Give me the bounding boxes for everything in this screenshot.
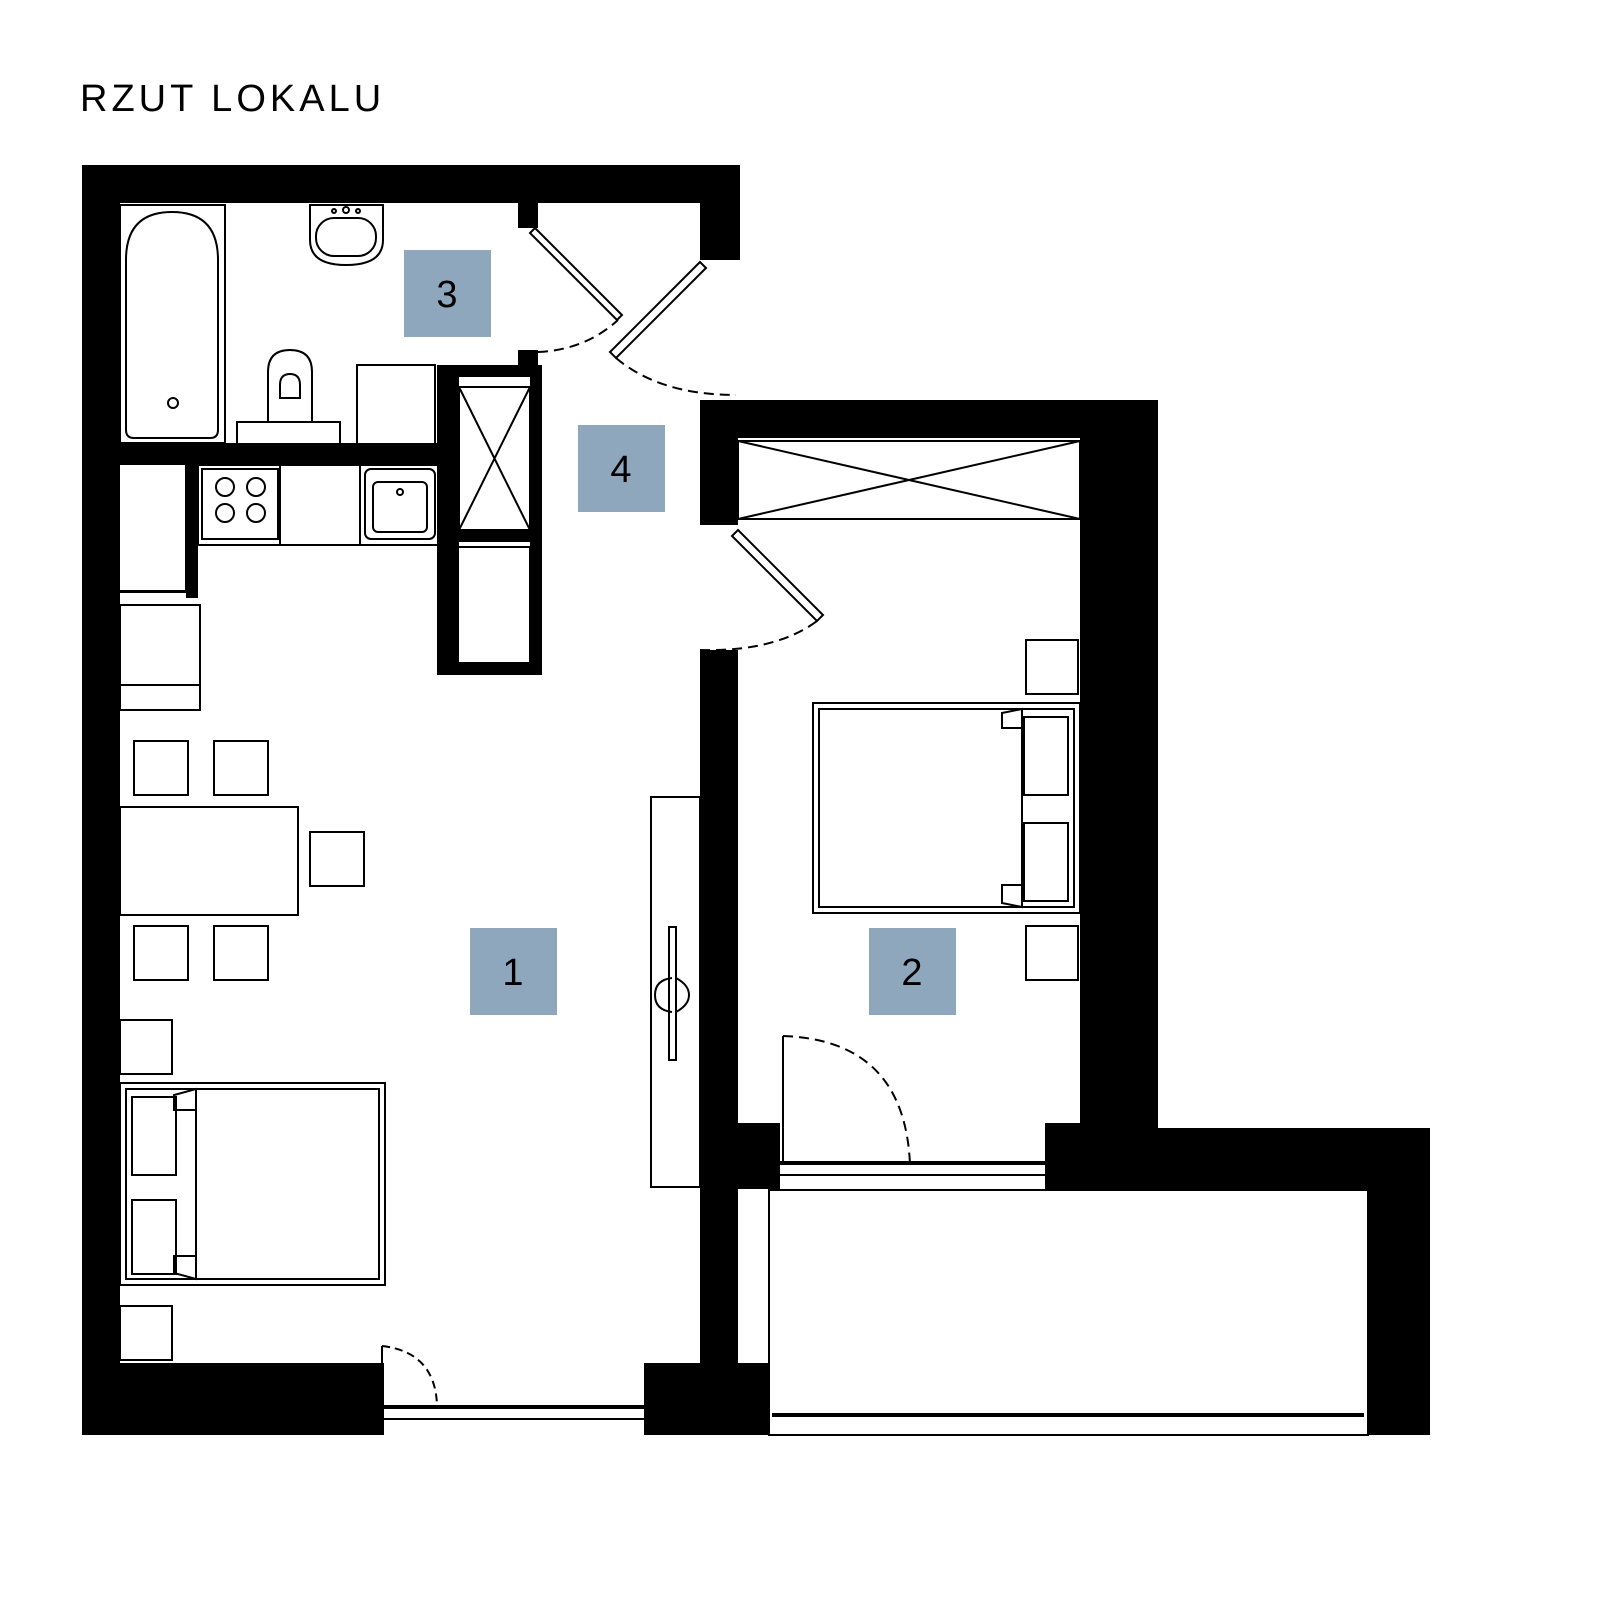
balcony (768, 1189, 1369, 1436)
kitchen-counter (197, 464, 439, 546)
bathtub (119, 204, 226, 444)
chair (309, 831, 365, 887)
bed-room-1 (119, 1019, 386, 1361)
dining-table (119, 806, 299, 916)
room-label-4: 4 (578, 425, 665, 512)
sink-icon (364, 468, 436, 540)
room-number: 2 (901, 952, 922, 994)
room-label-1: 1 (470, 928, 557, 1015)
room-label-2: 2 (869, 928, 956, 1015)
room-number: 1 (502, 952, 523, 994)
hall-cabinet (446, 546, 531, 664)
drain-icon (167, 397, 179, 409)
room-label-3: 3 (404, 250, 491, 337)
room-number: 3 (436, 274, 457, 316)
wardrobe (650, 796, 701, 1188)
washbasin (309, 204, 384, 267)
page-title: RZUT LOKALU (80, 78, 386, 120)
chair (213, 925, 269, 981)
bathtub-basin (125, 210, 219, 439)
bath-cabinet (356, 364, 436, 446)
fixtures (119, 204, 1369, 1436)
chair (213, 740, 269, 796)
stove-icon (201, 468, 279, 540)
room-number: 4 (610, 449, 631, 491)
chair (133, 925, 189, 981)
toilet (236, 348, 341, 445)
bed-room-2 (812, 639, 1081, 981)
bedroom-wardrobe (737, 440, 1081, 520)
doors (381, 226, 911, 1406)
fridge (119, 604, 201, 711)
shaft (458, 386, 531, 531)
walls (82, 165, 1430, 1435)
chair (133, 740, 189, 796)
